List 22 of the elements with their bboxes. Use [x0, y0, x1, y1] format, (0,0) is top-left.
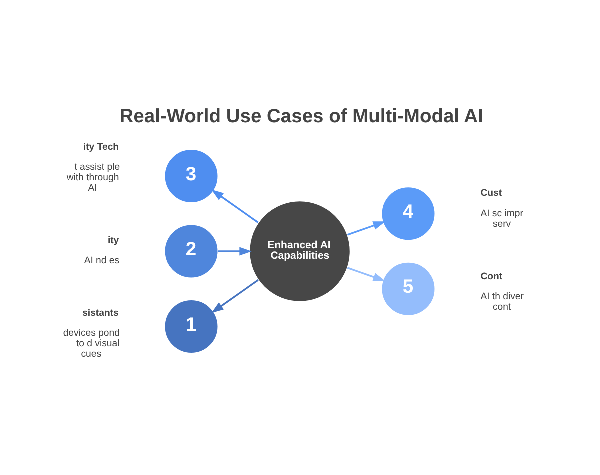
node-circle: 3 [164, 149, 219, 204]
node-label: sistants [82, 308, 119, 320]
arrow [347, 222, 386, 236]
node-circle: 1 [164, 300, 219, 354]
node-circle: Enhanced AI Capabilities [249, 200, 351, 302]
node-label: AI nd es [84, 256, 120, 267]
arrow [347, 267, 386, 282]
node-label: ity [108, 235, 120, 246]
node-label: Cust [480, 188, 502, 200]
node-label: AI sc impr serv [480, 208, 524, 230]
arrow [218, 247, 252, 256]
node-circle: 4 [381, 186, 436, 241]
node-label: ity Tech [83, 142, 120, 153]
arrow [212, 190, 259, 224]
node-circle: 5 [381, 262, 436, 316]
node-label: t assist ple with through AI [66, 162, 120, 194]
node-circle: 2 [164, 224, 219, 279]
arrow [212, 280, 259, 314]
node-label: Cont [480, 271, 503, 282]
diagram-title: Real-World Use Cases of Multi-Modal AI [120, 106, 484, 128]
node-label: AI th diver cont [480, 291, 524, 313]
node-label: devices pond to d visual cues [63, 328, 120, 360]
